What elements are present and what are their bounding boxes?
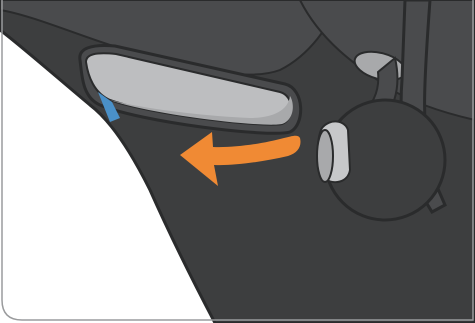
- adjuster-knob-cap: [317, 130, 333, 182]
